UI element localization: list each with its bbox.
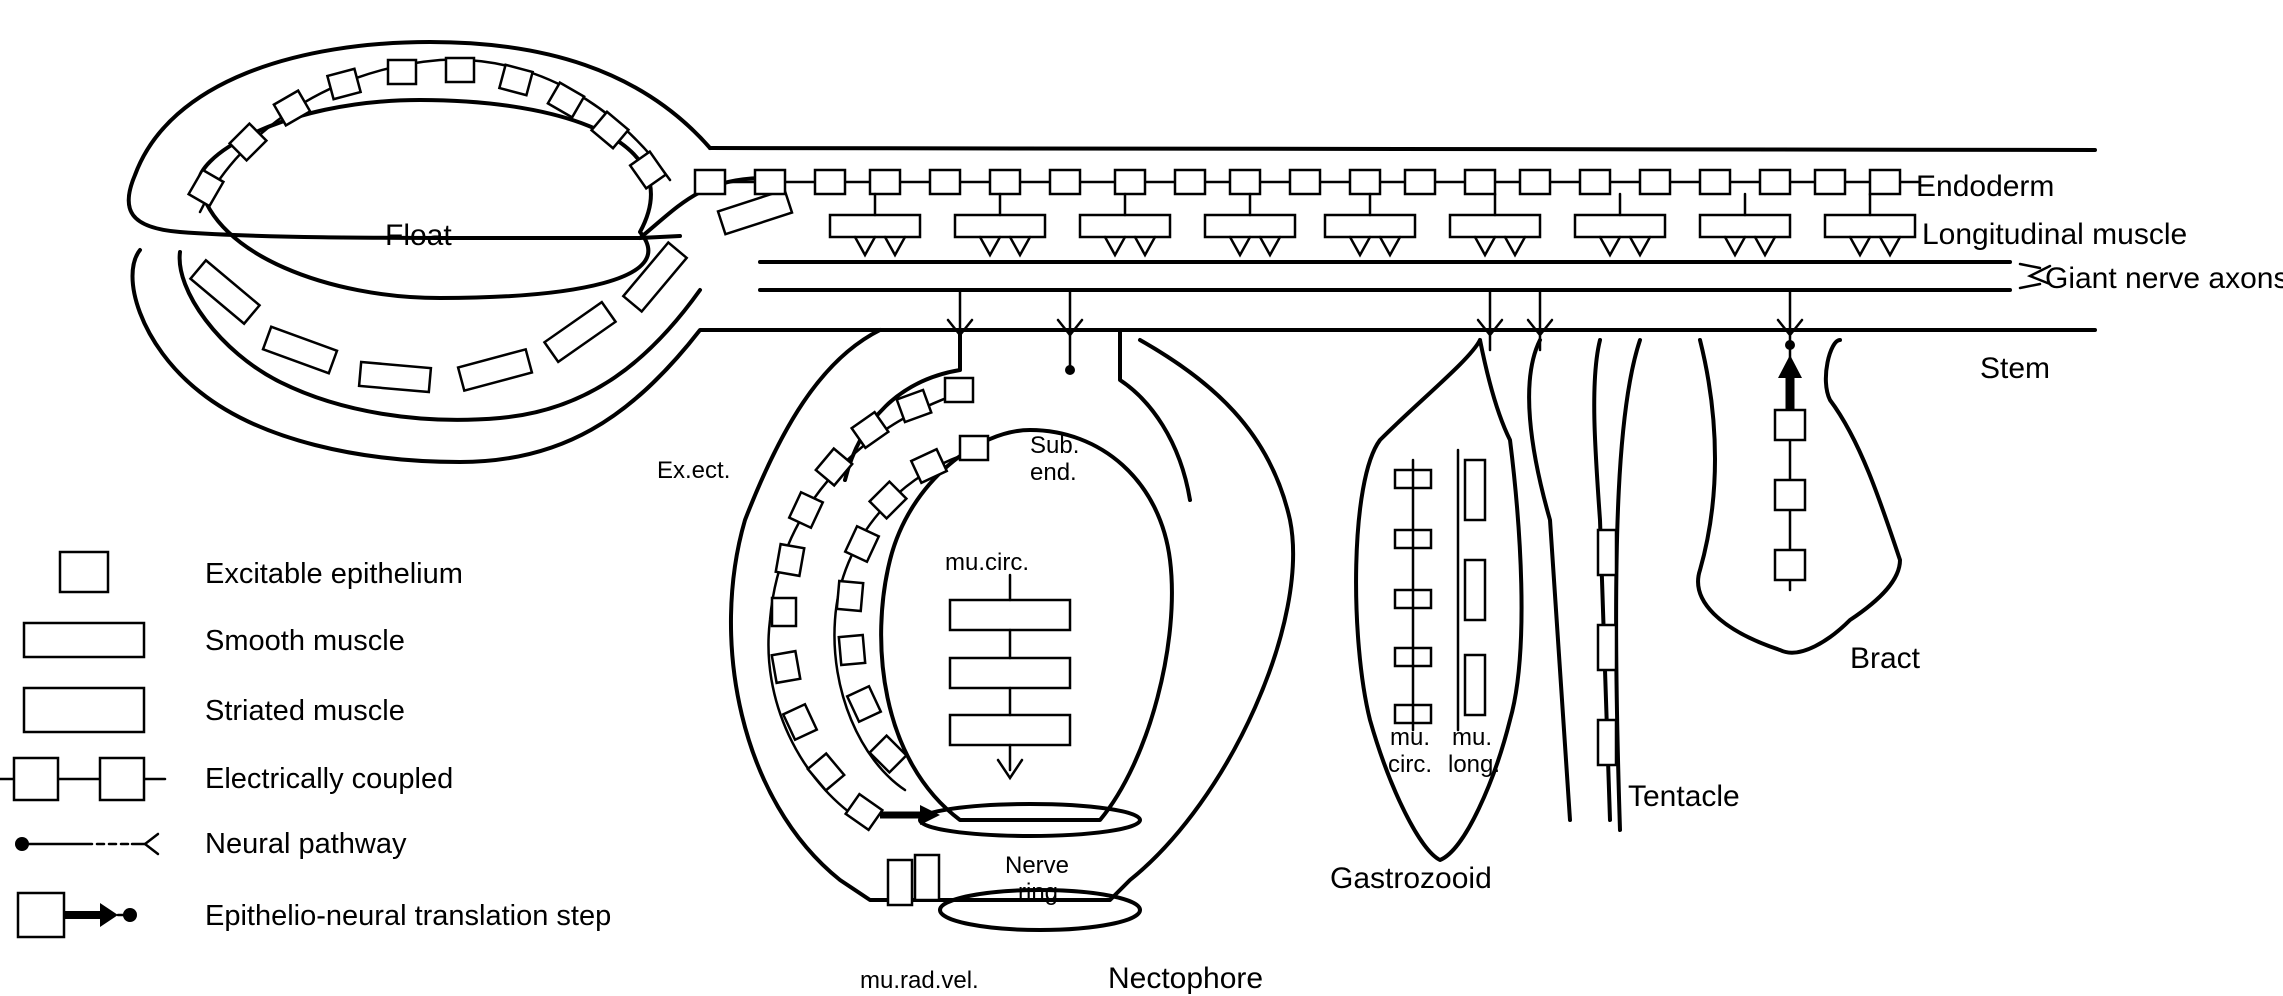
nectophore-nerve-connectors — [946, 288, 1084, 375]
label-sub-end-line2: end. — [1030, 459, 1077, 486]
label-ex-ect: Ex.ect. — [657, 457, 730, 484]
sub-end-epithelium-chain — [833, 434, 990, 792]
nectophore-translation-arrow — [880, 805, 940, 825]
label-gastrozooid: Gastrozooid — [1330, 862, 1492, 895]
legend-label: Electrically coupled — [205, 763, 453, 795]
gastrozooid-body — [1354, 338, 1524, 862]
ex-ect-epithelium-chain — [767, 376, 975, 832]
label-giant-nerve-axons: Giant nerve axons — [2045, 262, 2283, 295]
legend-label: Excitable epithelium — [205, 558, 463, 590]
smooth-muscle-icon — [22, 621, 146, 659]
label-longitudinal-muscle: Longitudinal muscle — [1922, 218, 2187, 251]
legend-item-neural-pathway: Neural pathway — [15, 828, 407, 860]
nectophore-subumbrella — [879, 428, 1174, 822]
legend-label: Epithelio-neural translation step — [205, 900, 611, 932]
label-gastro-mu-circ-line2: circ. — [1388, 751, 1432, 778]
label-nerve-ring-line1: Nerve — [1005, 852, 1069, 879]
legend-label: Neural pathway — [205, 828, 407, 860]
mu-rad-vel-striated-muscle — [886, 853, 941, 907]
velum-opening — [938, 888, 1142, 932]
bract-translation-arrow — [1778, 340, 1802, 410]
gastro-mu-circ-stack — [1393, 458, 1433, 732]
label-nerve-ring-line2: ring — [1018, 879, 1058, 906]
label-gastro-mu-long-line2: long. — [1448, 751, 1500, 778]
nectophore-outer-wall — [729, 328, 1296, 902]
float-epithelium-chain — [186, 56, 672, 214]
label-sub-end-line1: Sub. — [1030, 432, 1079, 459]
stem-connector-lines — [853, 192, 1902, 258]
label-tentacle: Tentacle — [1628, 780, 1740, 813]
giant-nerve-axons — [758, 260, 2052, 292]
label-gastro-mu-long-line1: mu. — [1452, 724, 1492, 751]
label-nectophore: Nectophore — [1108, 962, 1263, 995]
label-gastro-mu-circ-line1: mu. — [1390, 724, 1430, 751]
label-float: Float — [385, 219, 452, 252]
longitudinal-muscle-set — [828, 213, 1917, 239]
legend-item-smooth-muscle: Smooth muscle — [22, 621, 405, 659]
excitable-epithelium-icon — [58, 550, 110, 594]
stem-upper-wall — [708, 146, 2097, 152]
label-bract: Bract — [1850, 642, 1921, 675]
epithelio-neural-translation-icon — [16, 891, 137, 939]
gastrozooid-nerve-connector — [1476, 288, 1504, 352]
legend-item-electrically-coupled: Electrically coupled — [0, 756, 453, 802]
gastro-mu-long-stack — [1456, 448, 1487, 732]
tentacle — [1526, 288, 1642, 832]
float-lower-limb-inner — [177, 250, 702, 422]
diagram-labels: Float Endoderm Longitudinal muscle Giant… — [385, 170, 2283, 995]
label-stem: Stem — [1980, 352, 2050, 385]
bract-nerve-connector — [1776, 288, 1804, 342]
stem — [693, 168, 2052, 292]
float-lower-limb-outer — [130, 248, 2097, 464]
legend: Excitable epithelium Smooth muscle Stria… — [0, 550, 611, 939]
label-endoderm: Endoderm — [1916, 170, 2054, 203]
stem-upper-continuation — [638, 176, 762, 240]
tentacle-muscle-set — [1596, 528, 1618, 767]
float-smooth-muscle-set — [188, 188, 794, 394]
electrically-coupled-icon — [0, 756, 167, 802]
mu-circ-striated-muscle-stack — [948, 573, 1072, 781]
bract-body — [1696, 338, 1902, 655]
gastrozooid — [1354, 288, 1524, 862]
legend-item-striated-muscle: Striated muscle — [22, 686, 405, 734]
tentacle-body — [1527, 338, 1642, 832]
float — [126, 40, 2097, 464]
label-mu-circ: mu.circ. — [945, 549, 1029, 576]
legend-item-epithelio-neural-translation: Epithelio-neural translation step — [16, 891, 611, 939]
endoderm-epithelium-chain — [693, 168, 1922, 196]
nectophore — [729, 288, 1296, 932]
legend-item-excitable-epithelium: Excitable epithelium — [58, 550, 463, 594]
bract — [1696, 288, 1902, 655]
tentacle-nerve-connector — [1526, 288, 1554, 352]
label-mu-rad-vel: mu.rad.vel. — [860, 967, 979, 994]
legend-label: Smooth muscle — [205, 625, 405, 657]
legend-label: Striated muscle — [205, 695, 405, 727]
striated-muscle-icon — [22, 686, 146, 734]
neural-pathway-icon — [15, 832, 160, 856]
nectophore-stalk — [843, 328, 1192, 502]
float-outer-body — [126, 40, 712, 240]
